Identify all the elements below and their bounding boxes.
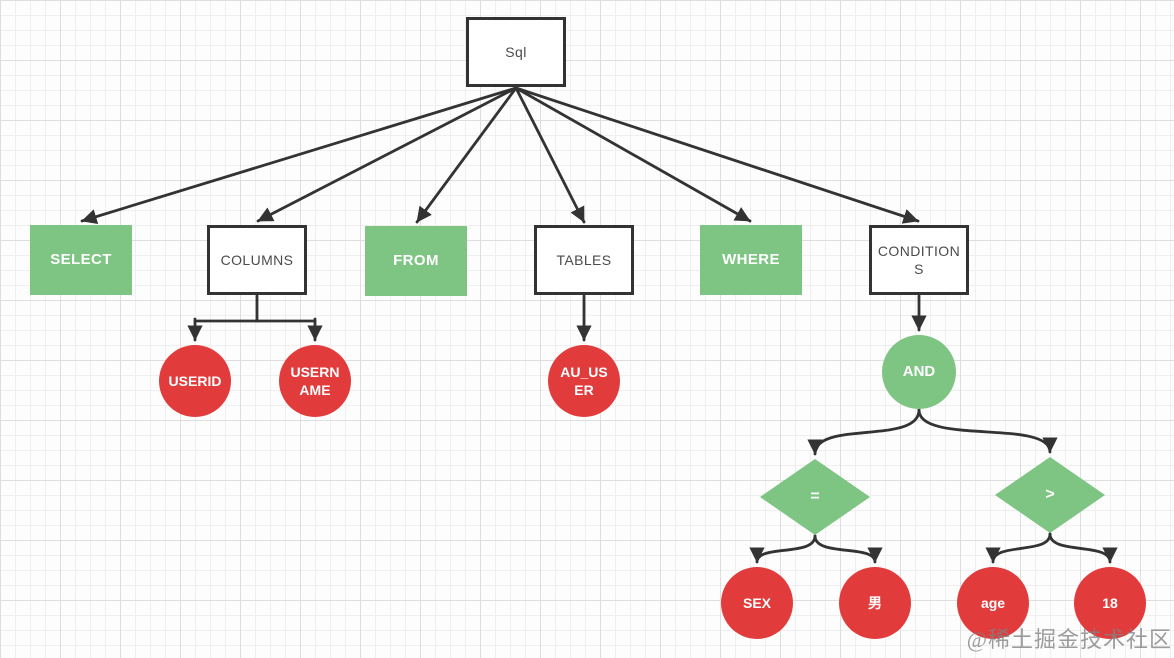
node-label: age xyxy=(980,594,1006,611)
node-label: > xyxy=(1045,485,1055,503)
node-and[interactable]: AND xyxy=(882,335,956,409)
node-sex[interactable]: SEX xyxy=(721,567,793,639)
node-18[interactable]: 18 xyxy=(1074,567,1146,639)
node-label: 男 xyxy=(868,594,882,611)
edge-sql-where xyxy=(514,86,752,223)
edge-and-eq xyxy=(807,408,921,456)
node-label: 18 xyxy=(1102,594,1118,611)
edge-and-gt xyxy=(917,408,1058,454)
edge-gt-18 xyxy=(1048,532,1118,564)
edge-eq-man xyxy=(813,534,883,564)
node-label: = xyxy=(810,487,820,505)
node-where[interactable]: WHERE xyxy=(700,225,802,295)
node-columns[interactable]: COLUMNS xyxy=(207,225,307,295)
node-age[interactable]: age xyxy=(957,567,1029,639)
node-select[interactable]: SELECT xyxy=(30,225,132,295)
node-label: SEX xyxy=(742,594,771,611)
edge-sql-from xyxy=(415,86,518,224)
edge-sql-conditions xyxy=(514,86,920,224)
edge-sql-columns xyxy=(256,86,518,223)
edge-gt-age xyxy=(985,532,1052,564)
node-label: FROM xyxy=(393,252,439,270)
node-username[interactable]: USERN AME xyxy=(279,345,351,417)
node-label: WHERE xyxy=(722,251,780,269)
node-label: TABLES xyxy=(556,251,612,268)
node-label: USERID xyxy=(168,372,222,389)
node-au-user[interactable]: AU_US ER xyxy=(548,345,620,417)
edge-sql-select xyxy=(80,86,518,225)
node-tables[interactable]: TABLES xyxy=(534,225,634,295)
node-label: AU_US ER xyxy=(560,363,608,398)
node-sql[interactable]: Sql xyxy=(466,17,566,87)
edge-eq-sex xyxy=(749,534,817,564)
node-conditions[interactable]: CONDITION S xyxy=(869,225,969,295)
node-from[interactable]: FROM xyxy=(365,226,467,296)
watermark: @稀土掘金技术社区 xyxy=(966,627,1172,652)
node-userid[interactable]: USERID xyxy=(159,345,231,417)
edge-sql-tables xyxy=(514,86,586,224)
node-label: AND xyxy=(902,363,936,381)
node-label: USERN AME xyxy=(290,363,340,398)
node-label: Sql xyxy=(505,43,527,60)
node-man[interactable]: 男 xyxy=(839,567,911,639)
node-label: CONDITION S xyxy=(877,242,961,277)
node-label: SELECT xyxy=(50,251,112,269)
node-label: COLUMNS xyxy=(220,251,294,268)
